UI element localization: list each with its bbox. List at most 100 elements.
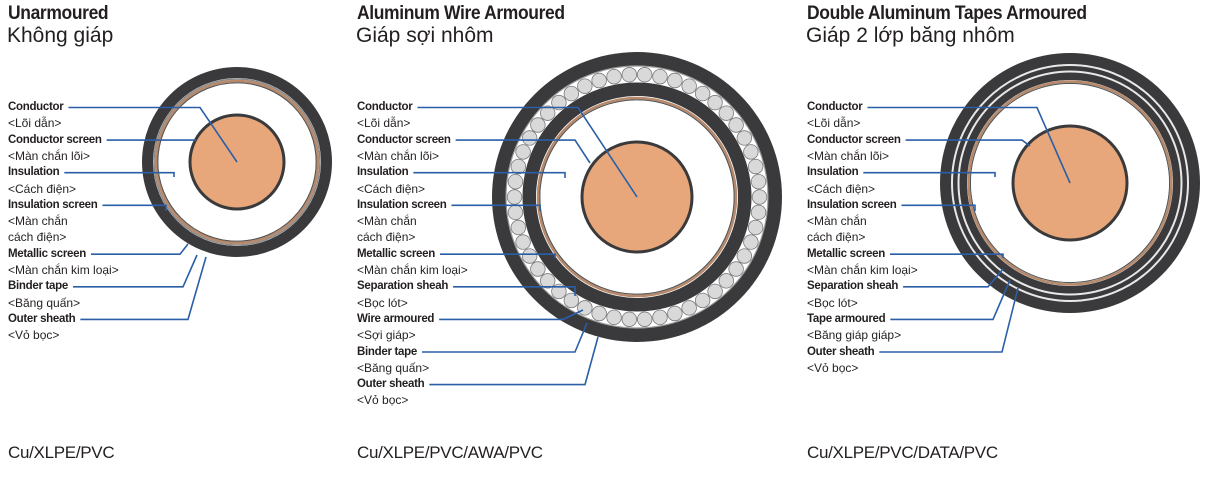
layer-label-vi: <Vỏ bọc> xyxy=(357,393,408,407)
layer-label-vi: <Vỏ bọc> xyxy=(8,328,59,342)
layer-name: Insulation screen xyxy=(8,198,98,211)
layer-label-en: Conductor screen xyxy=(807,133,901,147)
layer-name-vi: <Lõi dẫn> xyxy=(807,116,861,131)
leader-line xyxy=(417,106,638,198)
layer-label-vi: <Màn chắn kim loại> xyxy=(8,263,119,277)
leader-line xyxy=(90,243,189,255)
armour-wire xyxy=(681,78,697,94)
armour-wire xyxy=(736,130,753,146)
layer-label-en: Metallic screen xyxy=(357,247,435,261)
armour-wire xyxy=(707,283,723,300)
layer-name-vi: <Lõi dẫn> xyxy=(357,116,411,131)
layer-label-en: Insulation xyxy=(8,165,60,179)
layer-name-vi: <Màn chắn xyxy=(807,214,867,229)
tape-armour-outer xyxy=(951,64,1189,302)
layer-name-vi: <Lõi dẫn> xyxy=(8,116,62,131)
panel-title-vi: Không giáp xyxy=(7,24,114,47)
layer-name-vi: <Bọc lót> xyxy=(807,295,858,310)
armour-wire xyxy=(694,292,711,309)
layer-label-vi: cách điện> xyxy=(807,230,865,244)
binder-tape-edge xyxy=(153,78,321,246)
layer-label-en: Wire armoured xyxy=(357,312,434,326)
cable-code: Cu/XLPE/PVC/DATA/PVC xyxy=(807,443,998,462)
panel-title-en: Unarmoured xyxy=(8,3,109,24)
armour-wire xyxy=(591,72,607,89)
cable-code: Cu/XLPE/PVC/AWA/PVC xyxy=(357,443,543,462)
layer-name-vi: <Màn chắn xyxy=(357,214,417,229)
armour-wire xyxy=(530,117,546,133)
layer-label-en: Tape armoured xyxy=(807,312,886,326)
layer-name-vi: <Băng quấn> xyxy=(8,295,81,310)
metallic-screen xyxy=(536,96,738,298)
armour-wire xyxy=(728,117,744,133)
layer-label-en: Outer sheath xyxy=(8,312,76,326)
armour-wire xyxy=(652,68,668,85)
armour-wire xyxy=(563,85,580,102)
layer-label-vi: <Lõi dẫn> xyxy=(8,116,61,130)
layer-label-en: Outer sheath xyxy=(357,377,425,391)
leader-line xyxy=(64,171,175,177)
metallic-screen xyxy=(967,80,1173,286)
layer-name-vi: <Màn chắn xyxy=(8,214,68,229)
armour-wire xyxy=(728,261,744,277)
leader-line xyxy=(72,254,198,288)
armour-wire xyxy=(750,204,767,221)
layer-name: Outer sheath xyxy=(807,345,875,358)
leader-line xyxy=(890,279,1011,321)
leader-line xyxy=(867,106,1071,184)
layer-name: Insulation screen xyxy=(357,198,447,211)
layer-label-vi: <Màn chắn kim loại> xyxy=(357,263,468,277)
armour-wire xyxy=(667,305,683,322)
layer-label-vi: <Cách điện> xyxy=(357,182,425,196)
armour-wire xyxy=(636,67,653,83)
leader-line xyxy=(455,139,591,164)
armour-wire xyxy=(743,144,759,160)
leader-line xyxy=(102,204,167,211)
layer-label-vi: <Băng quấn> xyxy=(8,296,80,310)
layer-name: Insulation xyxy=(8,166,60,179)
layer-name: Insulation xyxy=(807,166,859,179)
layer-name: Conductor xyxy=(8,101,64,113)
armour-wire xyxy=(507,173,524,190)
layer-name-vi: <Màn chắn kim loại> xyxy=(357,263,468,277)
layer-label-en: Conductor screen xyxy=(8,133,102,147)
armour-wire xyxy=(747,219,764,236)
layer-name-vi: <Màn chắn kim loại> xyxy=(807,263,918,277)
armour-wire xyxy=(540,105,556,121)
layer-label-en: Conductor xyxy=(357,100,413,114)
layer-label-en: Binder tape xyxy=(357,345,417,359)
layer-label-vi: <Cách điện> xyxy=(807,182,875,196)
armour-wire xyxy=(551,94,567,111)
layer-label-vi: <Lõi dẫn> xyxy=(357,116,410,130)
layer-label-vi: cách điện> xyxy=(8,230,66,244)
armour-wire xyxy=(694,85,711,102)
layer-label-vi: <Lõi dẫn> xyxy=(807,116,860,130)
armour-wire xyxy=(681,300,697,316)
tape-armour-inner xyxy=(957,70,1183,296)
insulation-screen xyxy=(157,82,317,242)
insulation-screen xyxy=(539,99,735,295)
armour-wire xyxy=(521,248,538,264)
layer-label-vi: <Sợi giáp> xyxy=(357,328,416,342)
layer-name: Binder tape xyxy=(357,345,417,358)
leader-line xyxy=(879,287,1019,353)
layer-name: Conductor screen xyxy=(357,133,451,146)
layer-name-vi: <Sợi giáp> xyxy=(357,328,416,343)
armour-wire xyxy=(751,189,768,205)
panel-unarmoured: Unarmoured Không giáp Cu/XLPE/PVC xyxy=(0,0,340,490)
layer-name-vi: <Vỏ bọc> xyxy=(807,360,859,375)
layer-label-en: Conductor xyxy=(8,100,64,114)
layer-name-vi: <Băng giáp giáp> xyxy=(807,328,902,343)
cable-code: Cu/XLPE/PVC xyxy=(8,443,115,462)
layer-label-en: Conductor xyxy=(807,100,863,114)
leader-line xyxy=(439,309,584,321)
leader-line xyxy=(439,253,556,258)
layer-name: Metallic screen xyxy=(8,247,86,260)
armour-wire xyxy=(591,305,607,322)
armour-wire xyxy=(606,68,622,85)
layer-name-vi: <Vỏ bọc> xyxy=(357,393,409,408)
layer-name: Separation sheah xyxy=(357,280,449,293)
layer-name: Conductor xyxy=(357,101,413,113)
layer-label-vi: <Màn chắn xyxy=(8,214,68,228)
layer-name-vi: <Màn chắn lõi> xyxy=(807,148,890,163)
